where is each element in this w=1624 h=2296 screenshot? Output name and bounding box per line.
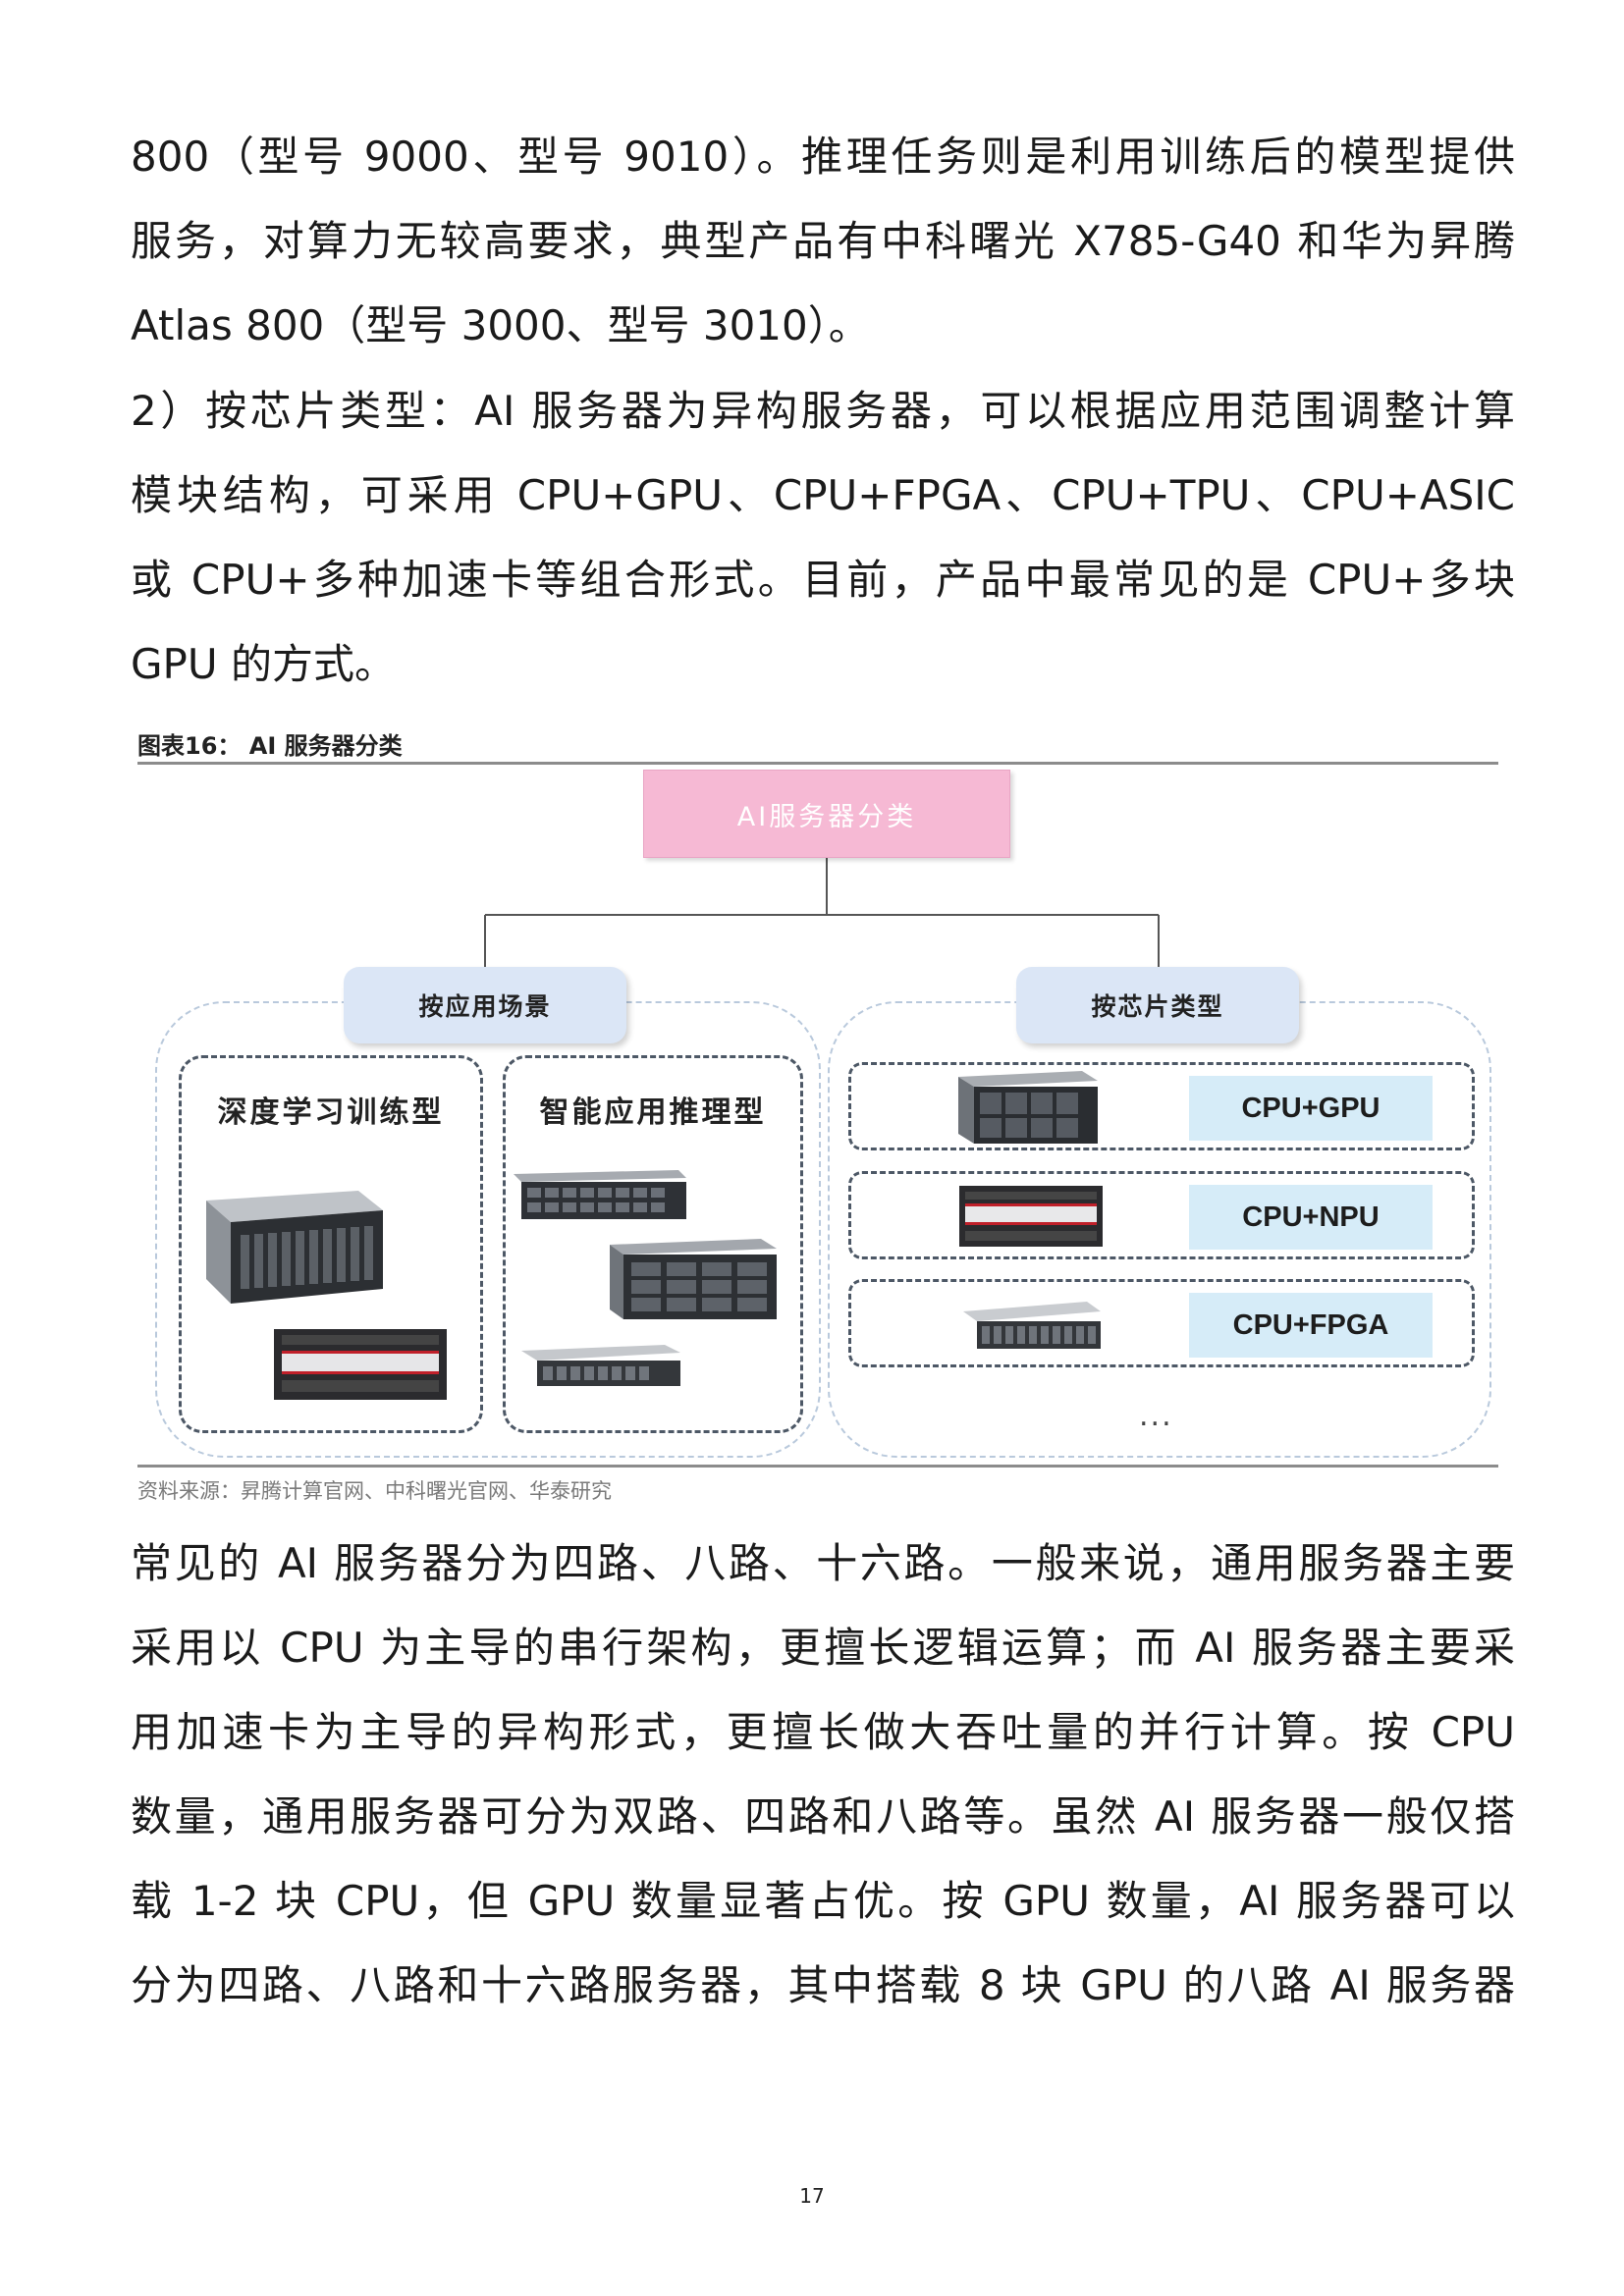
text-line: GPU 的方式。	[131, 640, 396, 688]
chip-option-row: CPU+NPU	[848, 1171, 1475, 1259]
training-label: 深度学习训练型	[217, 1095, 445, 1130]
server-chassis-icon	[274, 1329, 447, 1400]
npu-server-icon	[959, 1186, 1103, 1247]
root-category-box: AI服务器分类	[643, 770, 1010, 858]
chip-option-label: CPU+NPU	[1189, 1185, 1433, 1250]
figure-bottom-rule	[137, 1465, 1498, 1468]
server-tower-icon	[206, 1191, 383, 1304]
figure-source: 资料来源：昇腾计算官网、中科曙光官网、华泰研究	[137, 1479, 612, 1503]
text-line: 服务，对算力无较高要求，典型产品有中科曙光 X785-G40 和华为昇腾	[131, 217, 1515, 265]
inference-label: 智能应用推理型	[539, 1095, 767, 1130]
category-by-application: 按应用场景	[344, 967, 626, 1043]
text-line: 数量，通用服务器可分为双路、四路和八路等。虽然 AI 服务器一般仅搭	[131, 1792, 1515, 1841]
fpga-server-icon	[963, 1302, 1101, 1349]
text-line: 分为四路、八路和十六路服务器，其中搭载 8 块 GPU 的八路 AI 服务器	[131, 1961, 1515, 2009]
chip-option-label: CPU+GPU	[1189, 1076, 1433, 1141]
inference-server-box: 智能应用推理型	[503, 1055, 803, 1433]
chip-option-row: CPU+GPU	[848, 1062, 1475, 1150]
text-line: 用加速卡为主导的异构形式，更擅长做大吞吐量的并行计算。按 CPU	[131, 1708, 1515, 1756]
more-options-ellipsis: ...	[1139, 1399, 1173, 1433]
connector-lines	[484, 858, 1160, 968]
text-line: 载 1-2 块 CPU，但 GPU 数量显著占优。按 GPU 数量，AI 服务器…	[131, 1877, 1515, 1925]
chip-type-paragraph: 2）按芯片类型：AI 服务器为异构服务器，可以根据应用范围调整计算 模块结构，可…	[131, 369, 1515, 707]
text-line: 采用以 CPU 为主导的串行架构，更擅长逻辑运算；而 AI 服务器主要采	[131, 1624, 1515, 1672]
intro-paragraph: 800（型号 9000、型号 9010）。推理任务则是利用训练后的模型提供 服务…	[131, 115, 1515, 368]
page-number: 17	[799, 2184, 825, 2208]
text-line: 常见的 AI 服务器分为四路、八路、十六路。一般来说，通用服务器主要	[131, 1539, 1515, 1587]
chip-option-row: CPU+FPGA	[848, 1279, 1475, 1367]
figure-top-rule	[137, 762, 1498, 765]
gpu-server-icon	[958, 1071, 1098, 1144]
storage-server-icon	[610, 1239, 777, 1319]
text-line: Atlas 800（型号 3000、型号 3010）。	[131, 301, 870, 349]
category-by-chip-type: 按芯片类型	[1016, 967, 1299, 1043]
chip-option-label: CPU+FPGA	[1189, 1293, 1433, 1358]
text-line: 800（型号 9000、型号 9010）。推理任务则是利用训练后的模型提供	[131, 133, 1515, 181]
body-paragraph: 常见的 AI 服务器分为四路、八路、十六路。一般来说，通用服务器主要 采用以 C…	[131, 1522, 1515, 2028]
figure-title: 图表16： AI 服务器分类	[137, 732, 403, 760]
training-server-box: 深度学习训练型	[179, 1055, 483, 1433]
rack-server-icon	[514, 1170, 686, 1219]
flat-rack-server-icon	[521, 1345, 680, 1386]
text-line: 2）按芯片类型：AI 服务器为异构服务器，可以根据应用范围调整计算	[131, 387, 1515, 435]
text-line: 或 CPU+多种加速卡等组合形式。目前，产品中最常见的是 CPU+多块	[131, 556, 1515, 604]
text-line: 模块结构，可采用 CPU+GPU、CPU+FPGA、CPU+TPU、CPU+AS…	[131, 471, 1515, 519]
